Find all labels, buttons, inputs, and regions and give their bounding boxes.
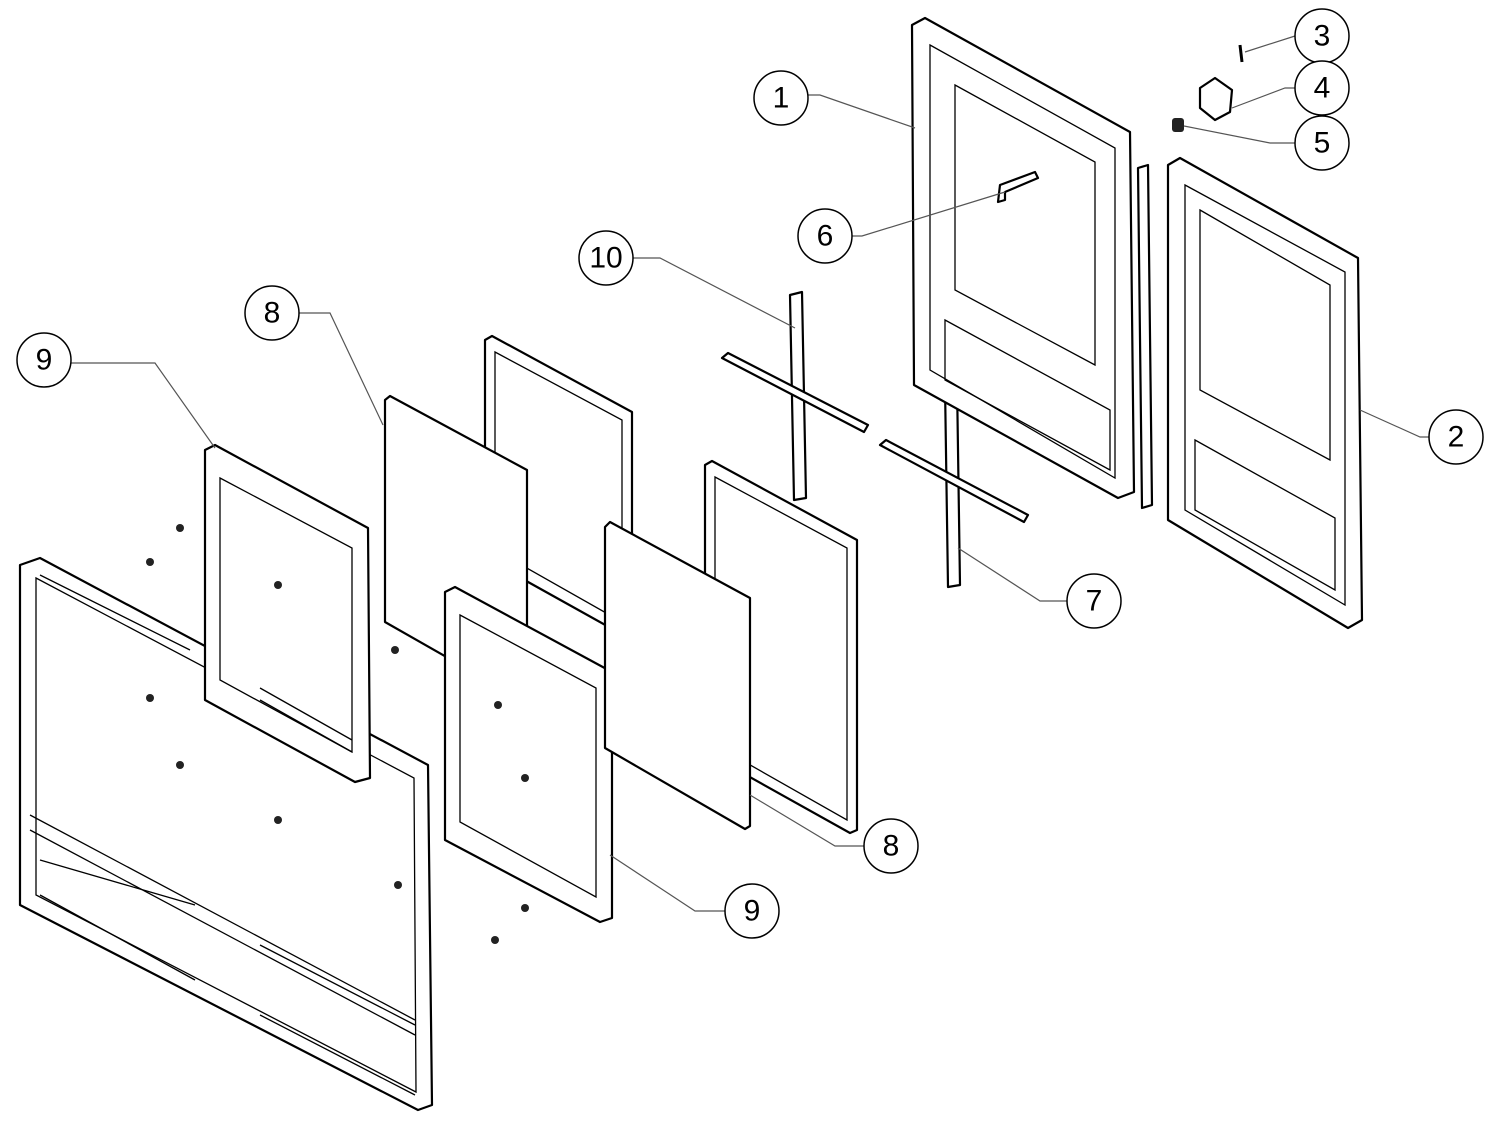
callout-10: 10 <box>578 230 634 286</box>
seal-strip <box>1136 163 1154 510</box>
svg-text:4: 4 <box>1314 72 1331 105</box>
glass-frame-left <box>203 443 372 784</box>
door-frame-inner <box>910 16 1136 500</box>
leader-lines <box>71 35 1429 912</box>
callout-6: 6 <box>797 208 853 264</box>
glass-frame-right <box>443 585 614 924</box>
svg-text:8: 8 <box>264 297 281 330</box>
svg-text:6: 6 <box>817 220 834 253</box>
svg-text:5: 5 <box>1314 127 1331 160</box>
callout-1: 1 <box>753 70 809 126</box>
svg-text:3: 3 <box>1314 20 1331 53</box>
callout-4: 4 <box>1294 60 1350 116</box>
svg-text:2: 2 <box>1448 421 1465 454</box>
callout-3: 3 <box>1294 8 1350 64</box>
svg-text:9: 9 <box>744 895 761 928</box>
callout-9-left: 9 <box>16 332 72 388</box>
screws <box>146 524 529 944</box>
svg-text:8: 8 <box>883 830 900 863</box>
callout-7: 7 <box>1066 573 1122 629</box>
cross-bar-front <box>720 290 870 502</box>
callout-9-right: 9 <box>724 883 780 939</box>
spring <box>1172 118 1184 132</box>
svg-text:10: 10 <box>589 242 622 275</box>
svg-text:9: 9 <box>36 344 53 377</box>
svg-text:7: 7 <box>1086 585 1103 618</box>
svg-text:1: 1 <box>773 82 790 115</box>
door-frame-outer <box>1166 156 1364 630</box>
glass-pane-right <box>603 520 752 831</box>
latch-block <box>1198 76 1234 122</box>
callout-5: 5 <box>1294 115 1350 171</box>
callout-8-left: 8 <box>244 285 300 341</box>
cross-bar-rear <box>878 380 1030 589</box>
pin <box>1238 44 1244 63</box>
callout-8-right: 8 <box>863 818 919 874</box>
callout-2: 2 <box>1428 409 1484 465</box>
